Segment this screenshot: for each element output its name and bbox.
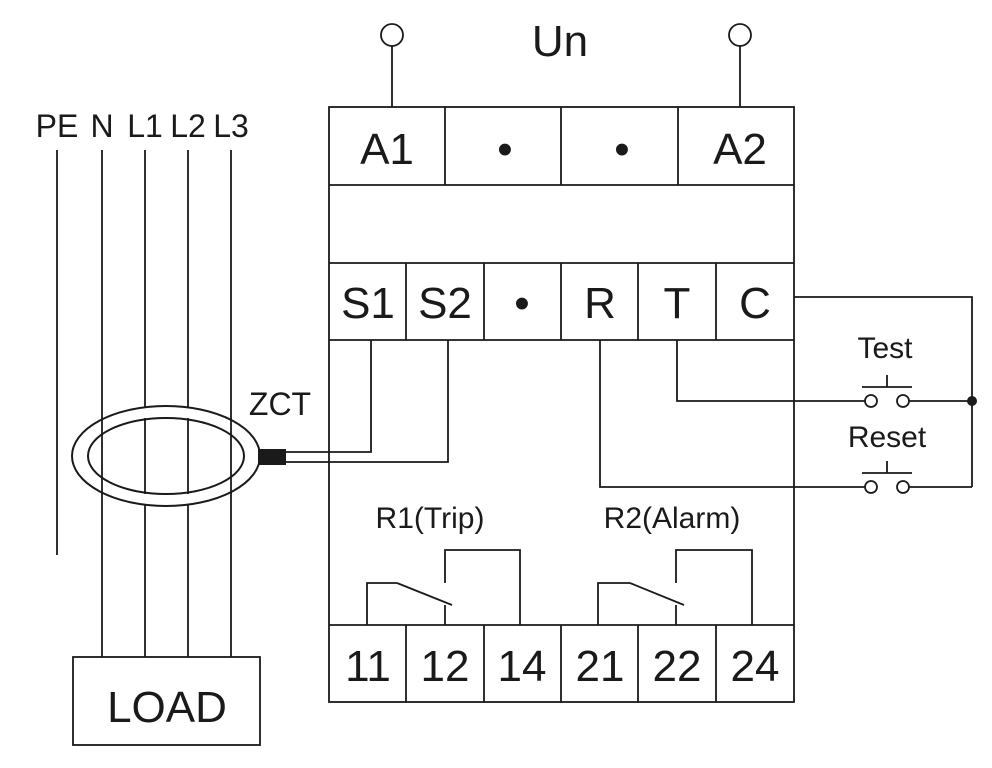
wire-r	[599, 340, 865, 488]
zct-label: ZCT	[249, 386, 311, 422]
wire-c-common	[794, 296, 973, 487]
wire-t	[676, 340, 865, 402]
terminal-a2: A2	[713, 125, 767, 174]
terminal-22: 22	[653, 642, 702, 691]
line-label-pe: PE	[36, 108, 79, 144]
terminal-top-dot-2: •	[614, 125, 629, 174]
terminal-14: 14	[498, 642, 547, 691]
relay-r1-contact: R1(Trip)	[366, 502, 521, 625]
wire-s2	[286, 340, 449, 463]
line-label-l1: L1	[127, 108, 163, 144]
mid-terminal-row: S1 S2 • R T C	[329, 262, 794, 341]
wire-s1	[286, 340, 372, 453]
mains-lines: PE N L1 L2 L3	[36, 108, 249, 657]
terminal-c: C	[739, 279, 771, 328]
supply-label: Un	[532, 17, 588, 66]
line-label-n: N	[90, 108, 113, 144]
relay-r2-contact: R2(Alarm)	[597, 502, 753, 625]
test-button-label: Test	[857, 332, 913, 365]
supply-terminal-right	[728, 23, 752, 47]
terminal-11: 11	[345, 642, 391, 691]
terminal-r: R	[584, 279, 616, 328]
line-label-l2: L2	[170, 108, 206, 144]
load-block: LOAD	[72, 656, 261, 746]
zct-connector	[258, 449, 286, 465]
device-housing	[328, 106, 795, 703]
terminal-t: T	[664, 279, 691, 328]
top-terminal-row: A1 • • A2	[329, 107, 794, 186]
terminal-12: 12	[421, 642, 470, 691]
test-reset-circuit: Test Reset	[599, 296, 977, 494]
reset-button-label: Reset	[848, 421, 927, 454]
terminal-24: 24	[731, 642, 780, 691]
line-label-l3: L3	[213, 108, 249, 144]
supply-terminal-left	[380, 23, 404, 47]
terminal-top-dot-1: •	[497, 125, 512, 174]
bottom-terminal-row: 11 12 14 21 22 24	[329, 624, 794, 702]
terminal-a1: A1	[360, 125, 414, 174]
zct-transformer: ZCT	[71, 340, 449, 507]
supply-un: Un	[380, 17, 752, 107]
relay-r2-label: R2(Alarm)	[604, 502, 741, 535]
terminal-mid-dot: •	[514, 279, 529, 328]
relay-device: A1 • • A2 S1 S2 • R T C	[328, 106, 795, 703]
zct-inner-ring	[87, 417, 245, 495]
terminal-s2: S2	[418, 279, 472, 328]
load-label: LOAD	[107, 683, 227, 732]
relay-r1-label: R1(Trip)	[376, 502, 485, 535]
terminal-s1: S1	[341, 279, 395, 328]
terminal-21: 21	[576, 642, 625, 691]
load-box	[72, 656, 261, 746]
